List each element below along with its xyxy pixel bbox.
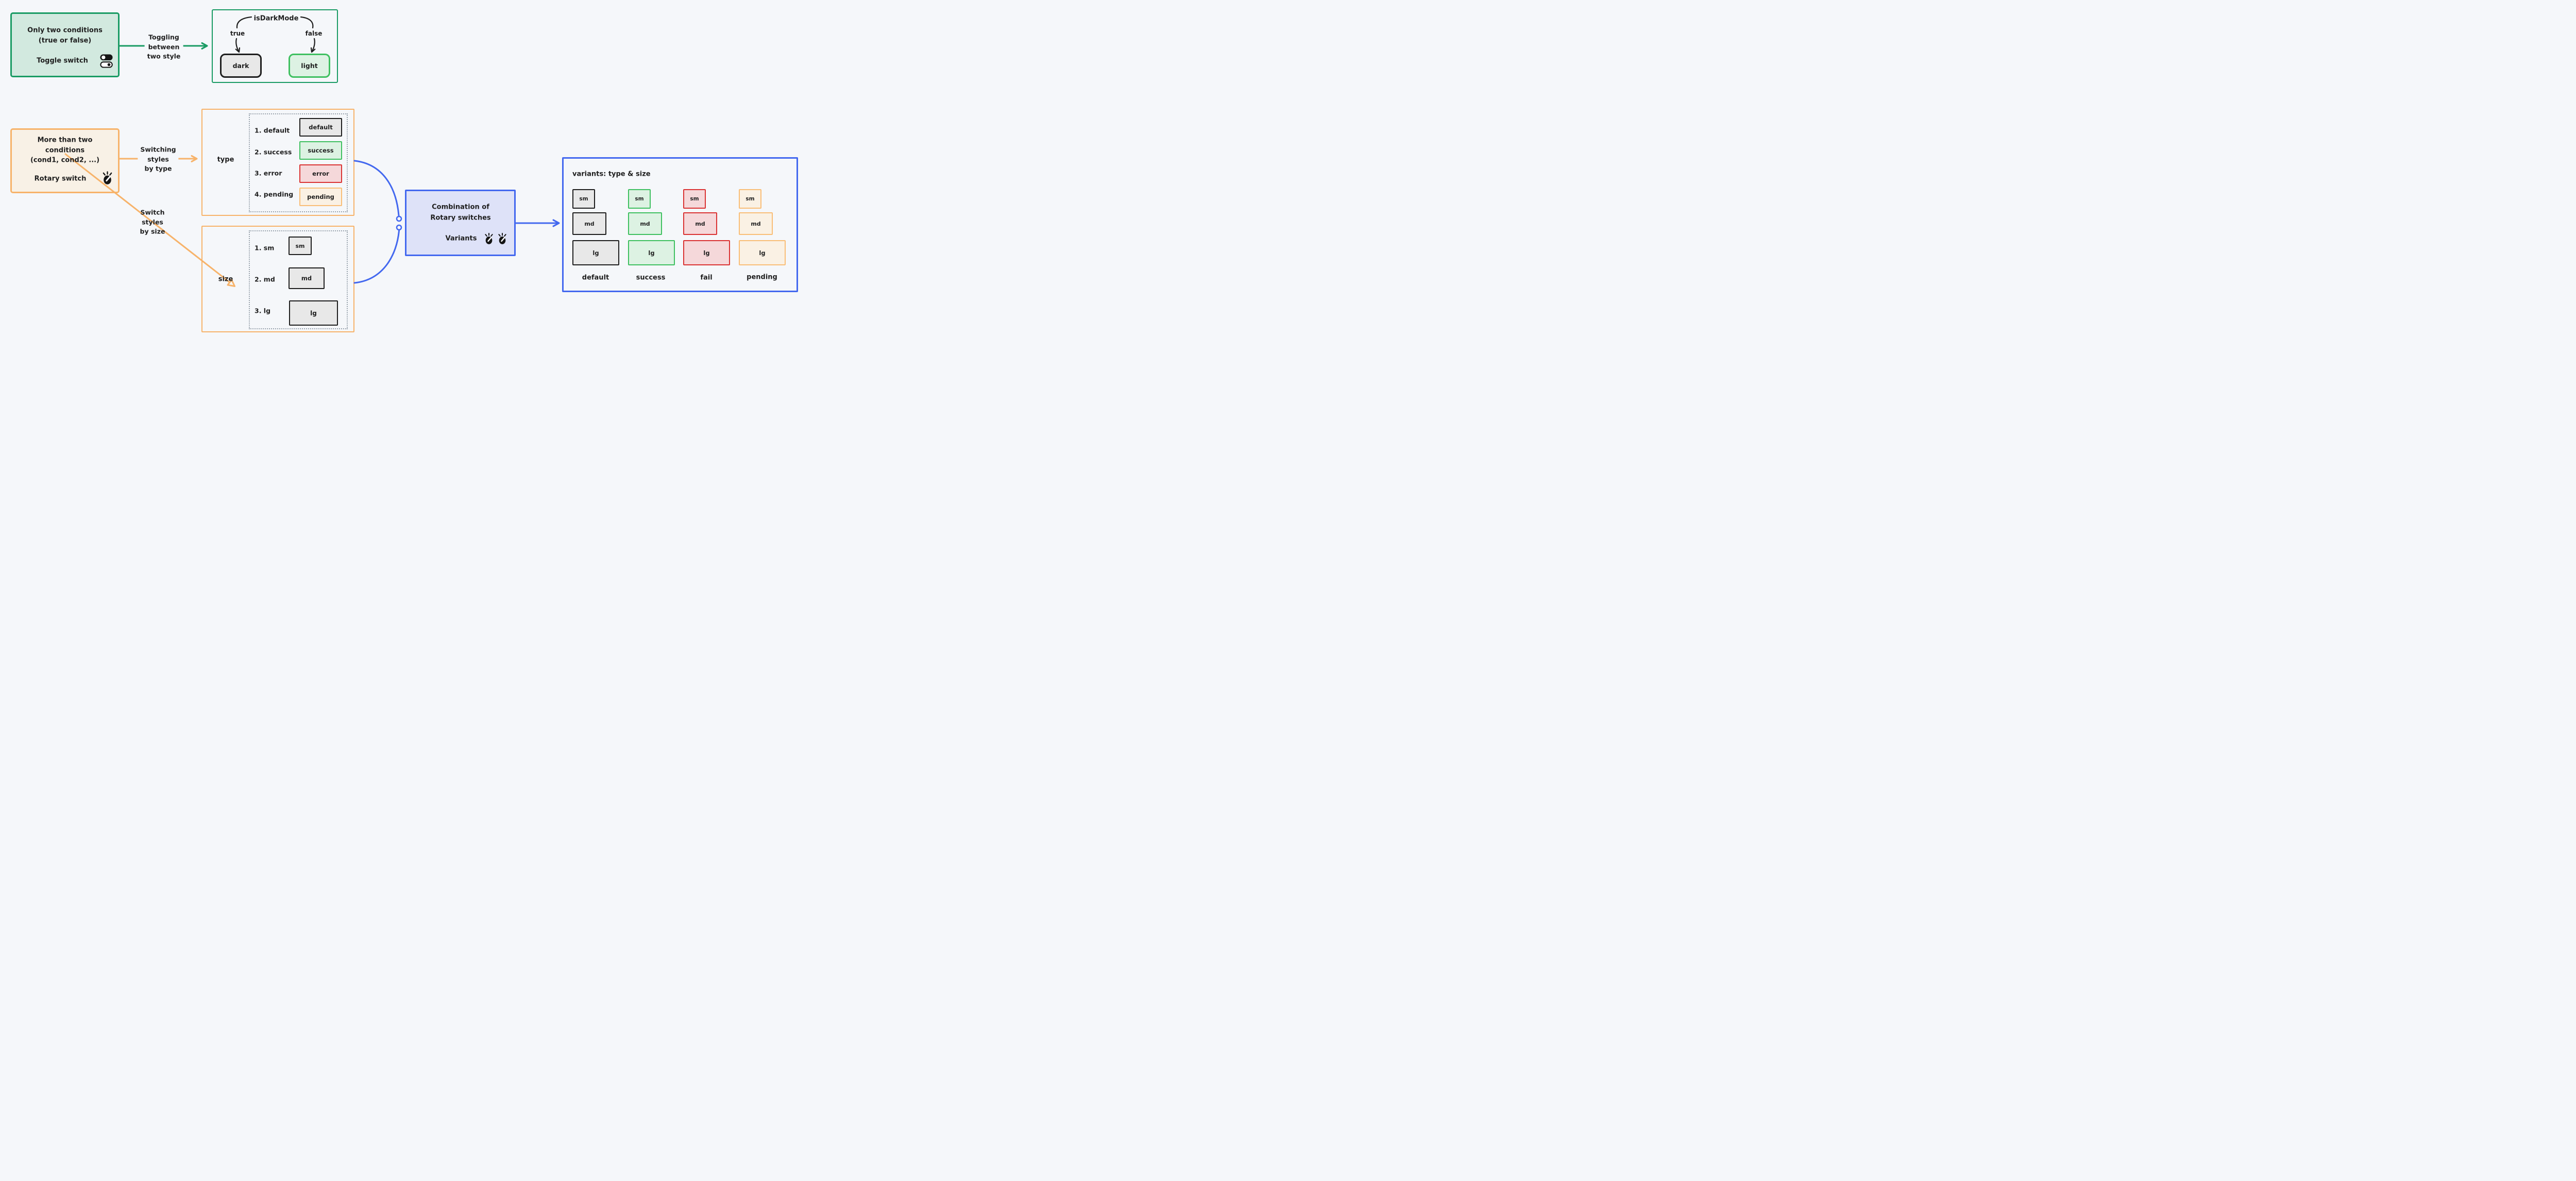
toggle-condition-line2: (true or false) bbox=[38, 37, 92, 45]
switch-by-size-label-line1: Switch bbox=[140, 208, 165, 216]
toggle-switch-icon bbox=[100, 54, 113, 68]
size-lg-button-label: lg bbox=[310, 309, 317, 317]
switch-by-size-label-line2: styles bbox=[142, 217, 163, 226]
rotary-knob-icon bbox=[484, 232, 494, 245]
variant-success-sm-button[interactable]: sm bbox=[628, 189, 651, 209]
type-row-success-label: 2. success bbox=[255, 148, 292, 156]
type-success-button-label: success bbox=[308, 147, 334, 154]
variant-pending-lg-button[interactable]: lg bbox=[739, 240, 786, 265]
combination-box[interactable] bbox=[405, 190, 516, 256]
switch-by-size-label-line3: by size bbox=[140, 227, 165, 235]
rotary-condition-line3: (cond1, cond2, ...) bbox=[30, 156, 100, 164]
type-row-default-label: 1. default bbox=[255, 126, 290, 134]
type-error-button-label: error bbox=[312, 170, 329, 177]
variant-fail-lg-label: lg bbox=[703, 249, 710, 257]
type-list-container bbox=[249, 113, 348, 212]
size-panel-title: size bbox=[218, 275, 233, 283]
variant-pending-lg-label: lg bbox=[759, 249, 766, 257]
isdarkmode-box[interactable] bbox=[212, 9, 338, 83]
size-md-button-label: md bbox=[301, 275, 312, 282]
toggling-arrow-label-line3: two style bbox=[147, 52, 181, 60]
rotary-switch-label: Rotary switch bbox=[34, 175, 87, 183]
toggling-arrow-label-line1: Toggling bbox=[148, 33, 179, 41]
branch-true-label: true bbox=[230, 30, 245, 37]
variants-column-default-label: default bbox=[582, 274, 609, 282]
switch-by-type-label-line2: styles bbox=[147, 155, 169, 163]
variant-default-sm-button[interactable]: sm bbox=[572, 189, 595, 209]
switch-by-type-label: Switching styles by type bbox=[138, 144, 179, 174]
dark-style-label: dark bbox=[232, 62, 249, 70]
variant-default-sm-label: sm bbox=[579, 196, 588, 202]
size-md-button[interactable]: md bbox=[289, 267, 325, 289]
type-row-error-label: 3. error bbox=[255, 169, 282, 177]
size-row-lg-label: 3. lg bbox=[255, 307, 271, 315]
type-error-button[interactable]: error bbox=[299, 164, 342, 183]
variants-panel-title: variants: type & size bbox=[572, 170, 651, 178]
light-style-button[interactable]: light bbox=[289, 54, 330, 78]
toggling-arrow-label: Toggling between two style bbox=[144, 32, 183, 62]
diagram-canvas: dark light default success error pending… bbox=[0, 0, 808, 342]
variant-fail-sm-label: sm bbox=[690, 196, 699, 202]
switch-by-type-label-line3: by type bbox=[144, 164, 172, 173]
variant-pending-sm-label: sm bbox=[745, 196, 755, 202]
rotary-knob-icon bbox=[101, 171, 113, 184]
type-pending-button-label: pending bbox=[307, 193, 334, 200]
variant-fail-lg-button[interactable]: lg bbox=[683, 240, 730, 265]
type-row-pending-label: 4. pending bbox=[255, 190, 294, 198]
toggle-switch-label: Toggle switch bbox=[37, 57, 88, 65]
variant-default-lg-label: lg bbox=[592, 249, 599, 257]
size-row-md-label: 2. md bbox=[255, 275, 275, 283]
combination-to-variants-arrow bbox=[515, 219, 560, 227]
variants-column-pending-label: pending bbox=[747, 273, 777, 281]
size-list-container bbox=[249, 230, 348, 329]
type-pending-button[interactable]: pending bbox=[299, 188, 342, 206]
variant-pending-md-button[interactable]: md bbox=[739, 212, 773, 235]
type-panel-title: type bbox=[217, 156, 234, 164]
dark-style-button[interactable]: dark bbox=[220, 54, 262, 78]
size-sm-button[interactable]: sm bbox=[289, 237, 312, 255]
type-default-button-label: default bbox=[309, 124, 333, 131]
toggle-condition-line1: Only two conditions bbox=[27, 26, 103, 35]
size-row-sm-label: 1. sm bbox=[255, 244, 275, 252]
size-sm-button-label: sm bbox=[295, 242, 305, 249]
variant-default-lg-button[interactable]: lg bbox=[572, 240, 619, 265]
rotary-knob-icon bbox=[497, 232, 507, 245]
type-default-button[interactable]: default bbox=[299, 118, 342, 137]
variant-pending-md-label: md bbox=[751, 220, 761, 227]
light-style-label: light bbox=[301, 62, 318, 70]
variant-fail-sm-button[interactable]: sm bbox=[683, 189, 706, 209]
isdarkmode-title: isDarkMode bbox=[253, 14, 299, 23]
variant-success-md-label: md bbox=[640, 220, 650, 227]
combination-variants-label: Variants bbox=[445, 234, 477, 243]
variant-pending-sm-button[interactable]: sm bbox=[739, 189, 761, 209]
toggle-condition-box[interactable] bbox=[10, 12, 120, 77]
variants-panel[interactable] bbox=[562, 157, 798, 292]
size-to-combination-connector bbox=[353, 224, 402, 284]
type-success-button[interactable]: success bbox=[299, 141, 342, 160]
type-to-combination-connector bbox=[353, 160, 402, 222]
branch-false-label: false bbox=[305, 30, 323, 37]
variant-success-lg-label: lg bbox=[648, 249, 655, 257]
rotary-condition-line1: More than two bbox=[37, 136, 93, 144]
toggling-arrow-label-line2: between bbox=[148, 42, 180, 50]
variants-column-success-label: success bbox=[636, 274, 666, 282]
variant-success-sm-label: sm bbox=[635, 196, 644, 202]
switch-by-type-label-line1: Switching bbox=[140, 145, 176, 154]
rotary-condition-line2: conditions bbox=[45, 146, 85, 155]
size-lg-button[interactable]: lg bbox=[289, 300, 338, 326]
variant-success-md-button[interactable]: md bbox=[628, 212, 662, 235]
variant-fail-md-label: md bbox=[695, 220, 705, 227]
switch-by-size-label: Switch styles by size bbox=[138, 207, 168, 237]
variants-column-fail-label: fail bbox=[700, 274, 713, 282]
variant-default-md-button[interactable]: md bbox=[572, 212, 606, 235]
variant-success-lg-button[interactable]: lg bbox=[628, 240, 675, 265]
variant-default-md-label: md bbox=[584, 220, 595, 227]
variant-fail-md-button[interactable]: md bbox=[683, 212, 717, 235]
combination-line1: Combination of bbox=[432, 203, 489, 211]
combination-line2: Rotary switches bbox=[430, 214, 491, 222]
